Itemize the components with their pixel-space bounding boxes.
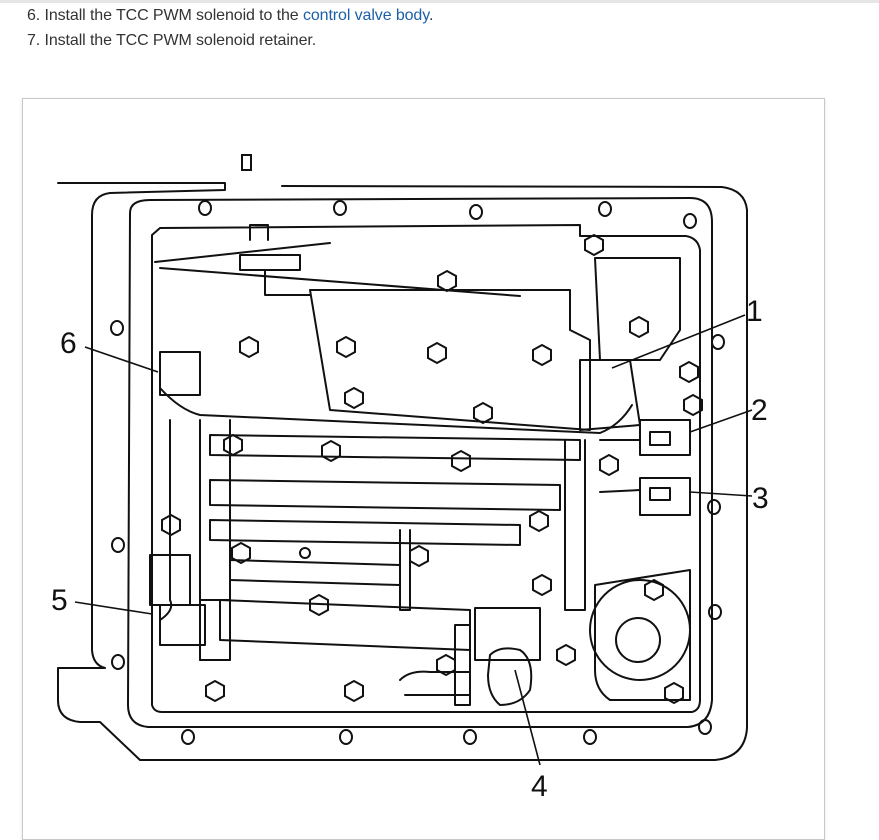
case-inner-outline — [127, 197, 713, 728]
accumulator-piston — [615, 617, 661, 663]
callout-leader-4 — [514, 669, 541, 766]
callout-1: 1 — [746, 295, 763, 328]
hex-bolt — [409, 544, 429, 568]
case-outline — [57, 182, 748, 761]
hex-bolt — [599, 453, 619, 477]
solenoid-3-body — [639, 477, 691, 516]
valve-bore — [209, 434, 581, 461]
case-bolt-hole — [111, 654, 125, 670]
step-text-end: . — [428, 7, 434, 24]
hex-bolt — [679, 360, 699, 384]
case-bolt-hole — [683, 213, 697, 229]
upper-bracket — [154, 224, 521, 297]
step-text: Install the TCC PWM solenoid to the — [44, 7, 303, 24]
hex-bolt — [437, 269, 457, 293]
left-connector-6 — [159, 351, 201, 396]
hex-bolt — [532, 573, 552, 597]
case-bolt-hole — [198, 200, 212, 216]
left-lower-bracket — [199, 599, 231, 661]
hex-bolt — [683, 393, 703, 417]
hex-bolt — [205, 679, 225, 703]
hex-bolt — [344, 679, 364, 703]
upper-plate — [309, 289, 591, 431]
valve-bore — [209, 519, 521, 546]
hex-bolt — [451, 449, 471, 473]
step-text: Install the TCC PWM solenoid retainer. — [44, 32, 317, 49]
hex-bolt — [231, 541, 251, 565]
valve-bore — [219, 599, 471, 651]
callout-5: 5 — [51, 584, 68, 617]
callout-leader-5 — [74, 601, 153, 615]
valve-bore — [564, 439, 586, 611]
wiring-harness — [159, 387, 641, 621]
callout-leader-3 — [689, 491, 753, 497]
case-bolt-hole — [463, 729, 477, 745]
procedure-step: 6. Install the TCC PWM solenoid to the c… — [27, 3, 433, 28]
valve-body-outline — [151, 224, 701, 713]
procedure-steps: 6. Install the TCC PWM solenoid to the c… — [27, 3, 433, 53]
valve-bore — [209, 479, 561, 511]
hex-bolt — [473, 401, 493, 425]
step-number: 7. — [27, 32, 41, 49]
callout-leader-2 — [689, 409, 753, 433]
valve-bore — [229, 559, 401, 586]
hex-bolt — [436, 653, 456, 677]
tcc-pwm-solenoid — [474, 607, 541, 661]
tcc-solenoid-connector — [487, 647, 533, 706]
hex-bolt — [664, 681, 684, 705]
callout-leader-1 — [611, 314, 746, 369]
hex-bolt — [644, 578, 664, 602]
hex-bolt — [241, 154, 252, 171]
right-housing — [594, 257, 681, 361]
left-connector-5 — [149, 554, 206, 646]
case-bolt-hole — [583, 729, 597, 745]
valve-body-diagram: 1 2 3 4 5 6 — [51, 154, 769, 803]
hex-bolt — [427, 341, 447, 365]
tcc-solenoid-retainer — [454, 624, 471, 706]
case-bolt-hole — [469, 204, 483, 220]
callout-6: 6 — [60, 327, 77, 360]
accumulator-cover — [589, 579, 691, 681]
callout-leader-6 — [84, 346, 159, 373]
valve-bore — [399, 529, 411, 611]
case-bolt-hole — [598, 201, 612, 217]
case-bolt-hole — [333, 200, 347, 216]
solenoid-2-body — [639, 419, 691, 456]
procedure-step: 7. Install the TCC PWM solenoid retainer… — [27, 28, 433, 53]
callout-2: 2 — [751, 394, 768, 427]
accumulator-housing — [594, 569, 691, 701]
case-bolt-hole — [698, 719, 712, 735]
case-bolt-hole — [111, 537, 125, 553]
hex-bolt — [223, 433, 243, 457]
control-valve-body-link[interactable]: control valve body — [302, 7, 429, 24]
hex-bolt — [344, 386, 364, 410]
hex-bolt — [556, 643, 576, 667]
hex-bolt — [532, 343, 552, 367]
hex-bolt — [584, 233, 604, 257]
callout-3: 3 — [752, 482, 769, 515]
figure-frame — [22, 98, 825, 840]
hex-bolt — [239, 335, 259, 359]
step-number: 6. — [27, 7, 41, 24]
upper-bracket-arm — [239, 254, 311, 296]
callout-4: 4 — [531, 770, 548, 803]
hex-bolt — [309, 593, 329, 617]
hex-bolt — [161, 513, 181, 537]
case-bolt-hole — [711, 334, 725, 350]
hex-bolt — [629, 315, 649, 339]
case-bolt-hole — [181, 729, 195, 745]
case-bolt-hole — [299, 547, 311, 559]
case-bolt-hole — [339, 729, 353, 745]
case-bolt-hole — [707, 499, 721, 515]
lower-pipe — [399, 670, 471, 696]
page-top-border — [0, 0, 879, 3]
hex-bolt — [529, 509, 549, 533]
case-bolt-hole — [708, 604, 722, 620]
case-bolt-hole — [110, 320, 124, 336]
hex-bolt — [321, 439, 341, 463]
hex-bolt — [336, 335, 356, 359]
